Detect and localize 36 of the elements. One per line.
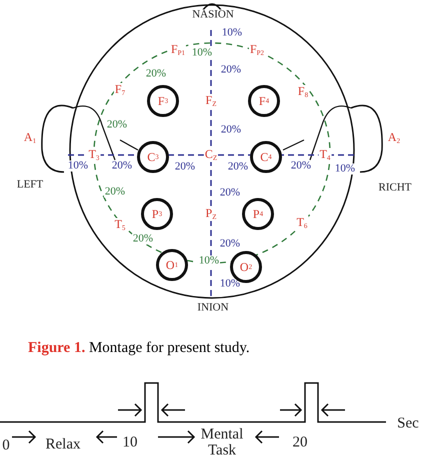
- percentage-label: 10%: [218, 278, 242, 290]
- percentage-label: 20%: [290, 160, 312, 172]
- side-label: LEFT: [16, 180, 44, 190]
- electrode-label: F$_{8}$: [296, 85, 310, 99]
- electrode-label: F$_{Z}$: [204, 94, 218, 108]
- percentage-label: 20%: [218, 188, 242, 198]
- electrode-label: T$_{5}$: [114, 218, 126, 232]
- electrode-label: F$_{7}$: [114, 83, 126, 97]
- landmark-label: INION: [196, 302, 230, 314]
- percentage-label: 10%: [334, 164, 356, 174]
- percentage-label: 20%: [106, 120, 128, 130]
- percentage-label: 20%: [104, 186, 126, 198]
- percentage-label: 20%: [144, 68, 168, 80]
- percentage-label: 20%: [220, 64, 242, 76]
- percentage-label: 20%: [218, 238, 242, 250]
- percentage-label: 20%: [174, 162, 196, 172]
- electrode-label: T$_{4}$: [318, 148, 332, 162]
- electrode-label: C$_{Z}$: [204, 148, 218, 162]
- electrode-label: P$_{Z}$: [204, 207, 218, 221]
- percentage-label: 10%: [220, 28, 244, 38]
- electrode-label: T$_{3}$: [88, 148, 100, 162]
- electrode-label: A$_{2}$: [386, 131, 402, 145]
- percentage-label: 20%: [220, 124, 242, 136]
- percentage-label: 10%: [198, 256, 220, 266]
- percentage-label: 20%: [226, 162, 250, 172]
- percentage-label: 20%: [110, 160, 134, 172]
- electrode-label: F$_{P1}$: [170, 43, 186, 57]
- electrode-label: T$_{6}$: [296, 216, 308, 230]
- electrode-label: F$_{P2}$: [248, 43, 266, 57]
- side-label: RICHT: [378, 182, 412, 194]
- electrode-label: A$_{1}$: [22, 131, 38, 145]
- percentage-label: 10%: [66, 160, 90, 172]
- landmark-label: NASION: [191, 10, 235, 20]
- percentage-label: 20%: [132, 234, 154, 244]
- figure-caption: Figure 1. Montage for present study.: [28, 340, 250, 357]
- percentage-label: 10%: [190, 48, 214, 58]
